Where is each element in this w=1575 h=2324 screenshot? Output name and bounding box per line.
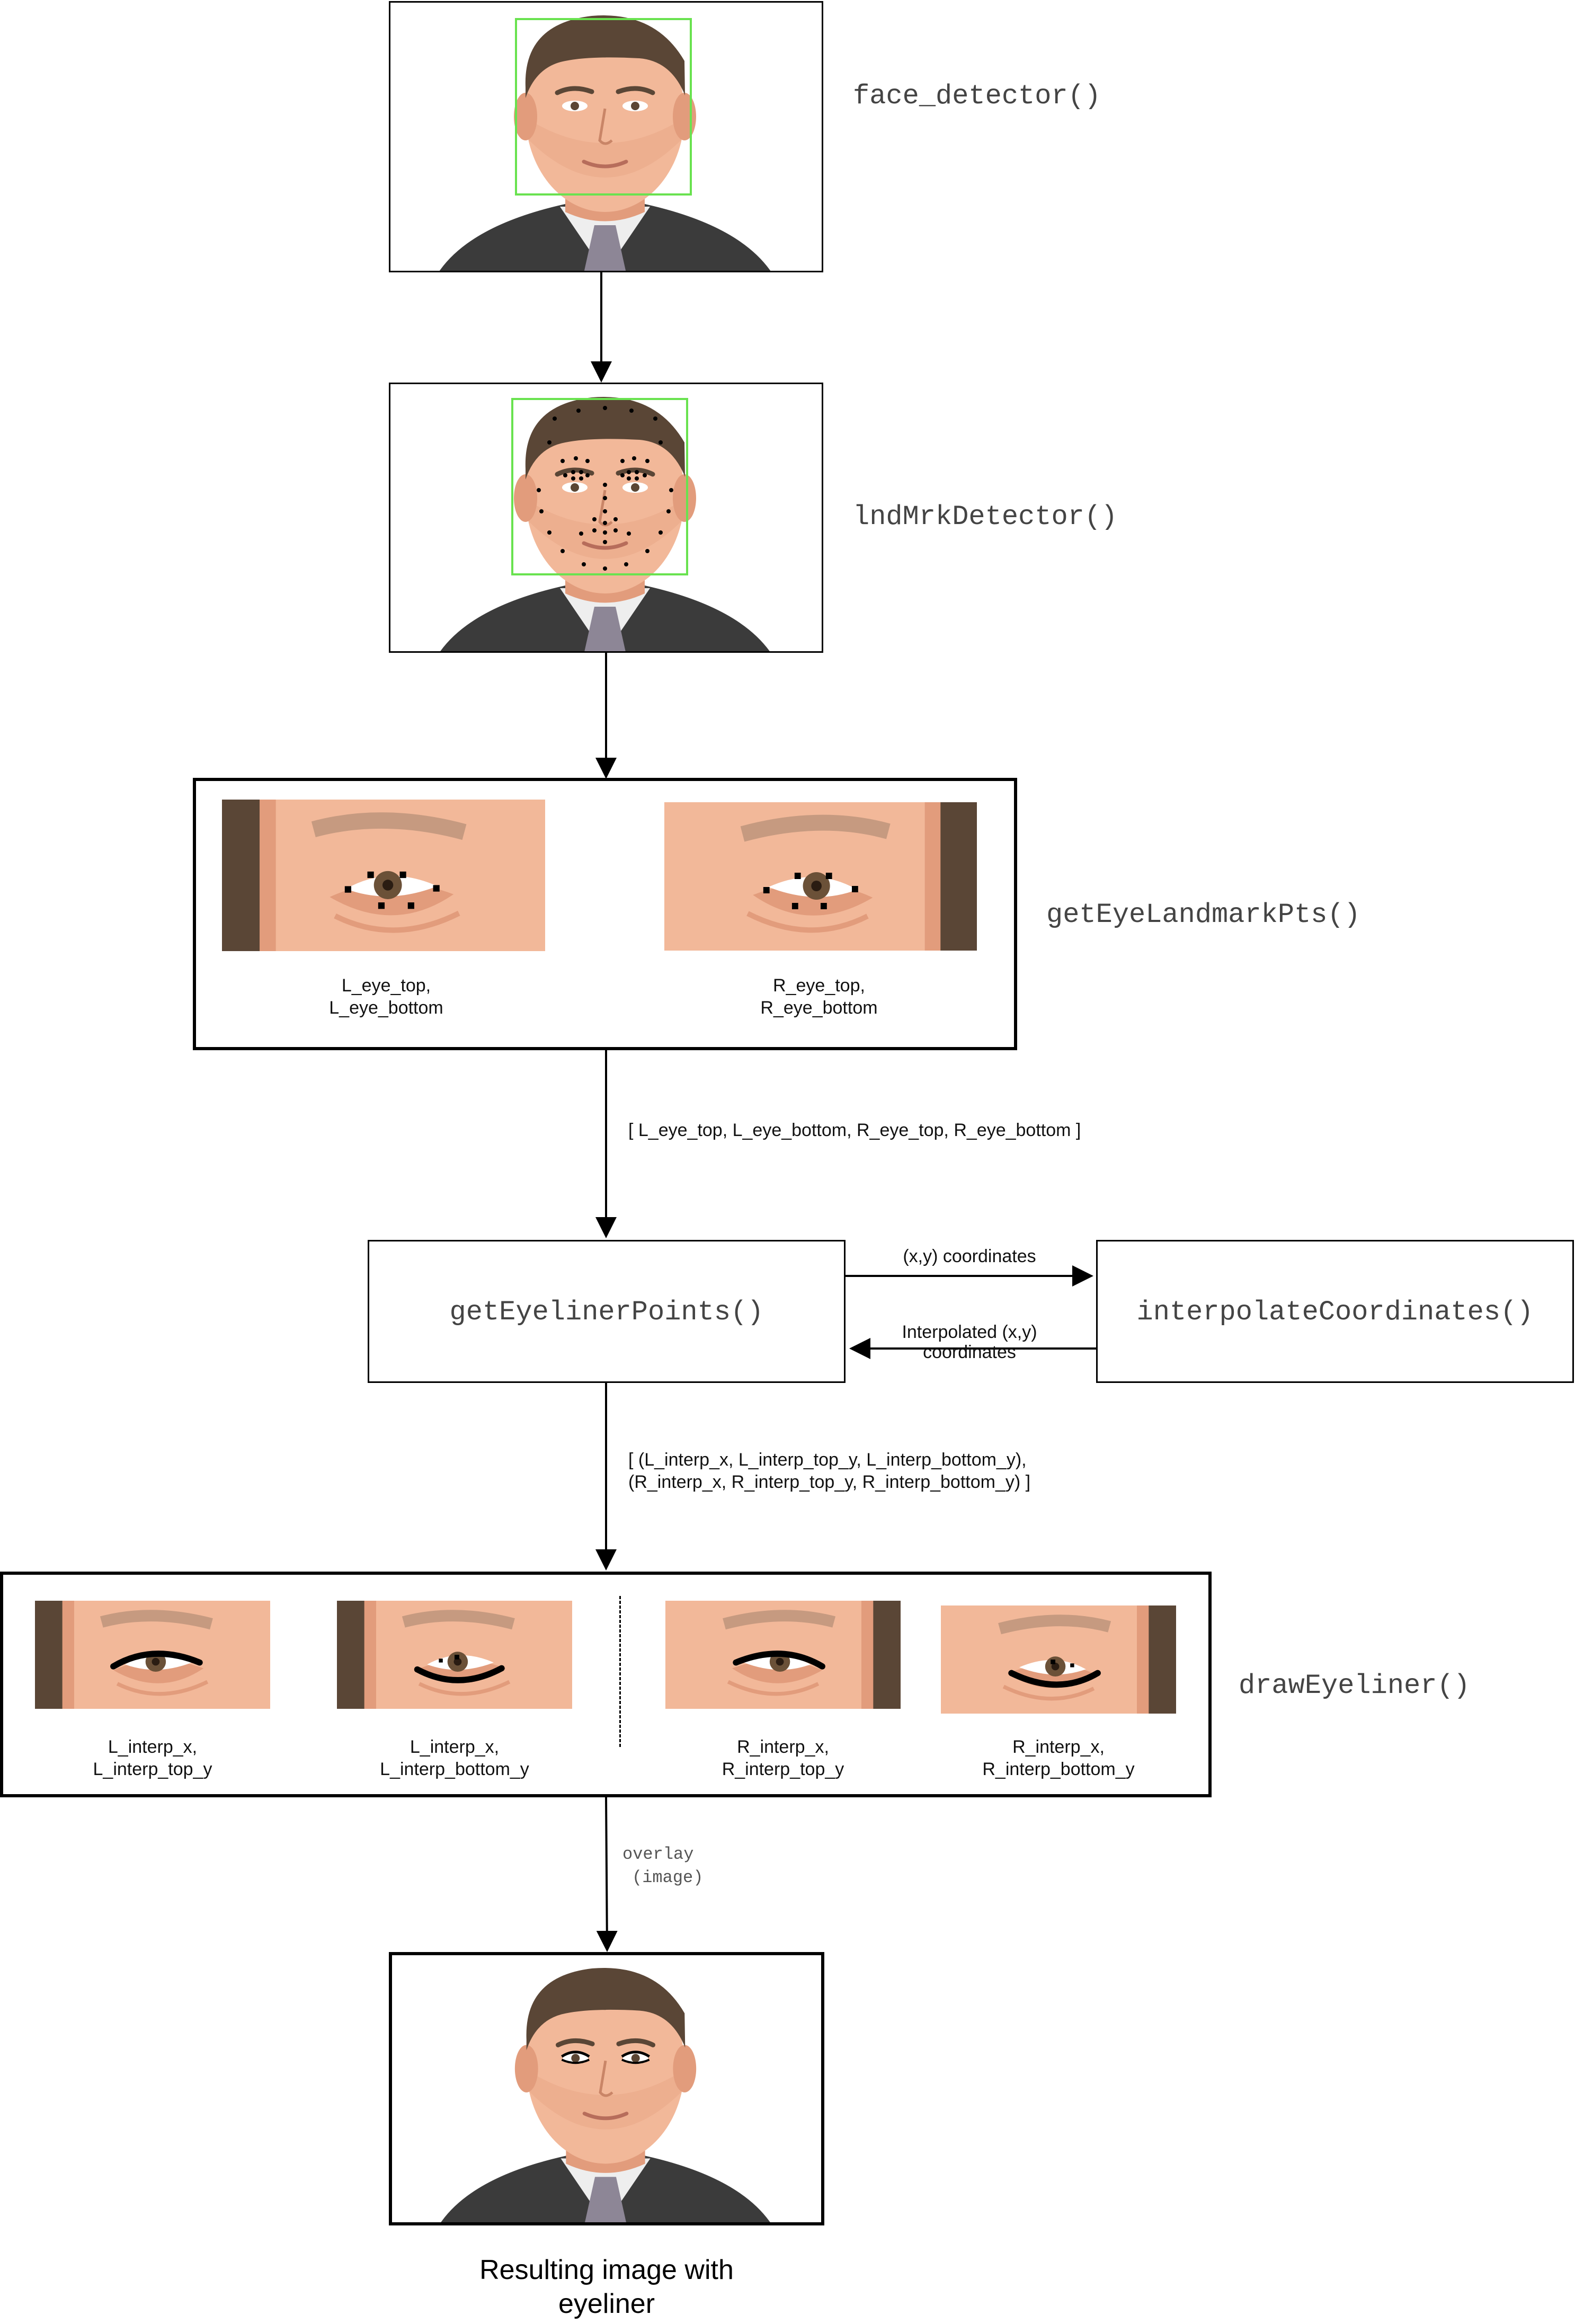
draw-label-right-top: R_interp_x,R_interp_top_y [722, 1737, 844, 1779]
left-eye-image [222, 800, 545, 951]
overlay-edge-label: overlay (image) [622, 1844, 704, 1887]
facial-landmark-points [537, 406, 673, 571]
draw-eyeliner-panel: L_interp_x,L_interp_top_y L_interp_x,L_i… [0, 1572, 1212, 1797]
get-eyeliner-points-label: getEyelinerPoints() [449, 1297, 764, 1328]
draw-label-right-bottom: R_interp_x,R_interp_bottom_y [982, 1737, 1135, 1779]
eye-landmark-panel: L_eye_top, L_eye_bottom R_eye_top, R_eye… [193, 778, 1017, 1050]
eye-points-edge-label: [ L_eye_top, L_eye_bottom, R_eye_top, R_… [628, 1120, 1081, 1140]
left-eye-top-liner-image [35, 1601, 270, 1709]
panel-divider [619, 1596, 621, 1747]
interpolate-coordinates-label: interpolateCoordinates() [1136, 1297, 1534, 1328]
right-eye-landmark-points [763, 873, 858, 909]
right-eye-top-liner-image [665, 1601, 901, 1709]
left-eye-landmark-points [344, 871, 440, 909]
arrow-draw-to-result [596, 1796, 618, 1952]
result-caption: Resulting image with eyeliner [479, 2255, 734, 2319]
eye-landmark-function-label: getEyeLandmarkPts() [1046, 899, 1360, 930]
draw-label-left-bottom: L_interp_x,L_interp_bottom_y [380, 1737, 529, 1779]
get-eyeliner-points-box: getEyelinerPoints() [368, 1240, 846, 1383]
interp-tuple-edge-label: [ (L_interp_x, L_interp_top_y, L_interp_… [628, 1450, 1031, 1492]
draw-eyeliner-function-label: drawEyeliner() [1239, 1670, 1470, 1701]
left-eye-bottom-liner-image [337, 1601, 572, 1709]
right-eye-label: R_eye_top, R_eye_bottom [760, 975, 878, 1018]
face-bounding-box [515, 18, 692, 196]
left-eye-label: L_eye_top, L_eye_bottom [329, 975, 443, 1018]
landmark-detector-image [389, 383, 823, 653]
interpolate-coordinates-box: interpolateCoordinates() [1096, 1240, 1574, 1383]
draw-label-left-top: L_interp_x,L_interp_top_y [93, 1737, 212, 1779]
interpolated-coordinates-edge-label: Interpolated (x,y) coordinates [902, 1322, 1037, 1362]
face-bounding-box [511, 398, 688, 575]
right-eye-bottom-liner-image [941, 1605, 1176, 1714]
landmark-detector-function-label: lndMrkDetector() [853, 501, 1118, 533]
face-detector-function-label: face_detector() [853, 81, 1101, 112]
result-image [389, 1952, 824, 2225]
xy-coordinates-edge-label: (x,y) coordinates [903, 1246, 1036, 1266]
face-detector-image [389, 1, 823, 272]
right-eye-image [664, 802, 977, 951]
